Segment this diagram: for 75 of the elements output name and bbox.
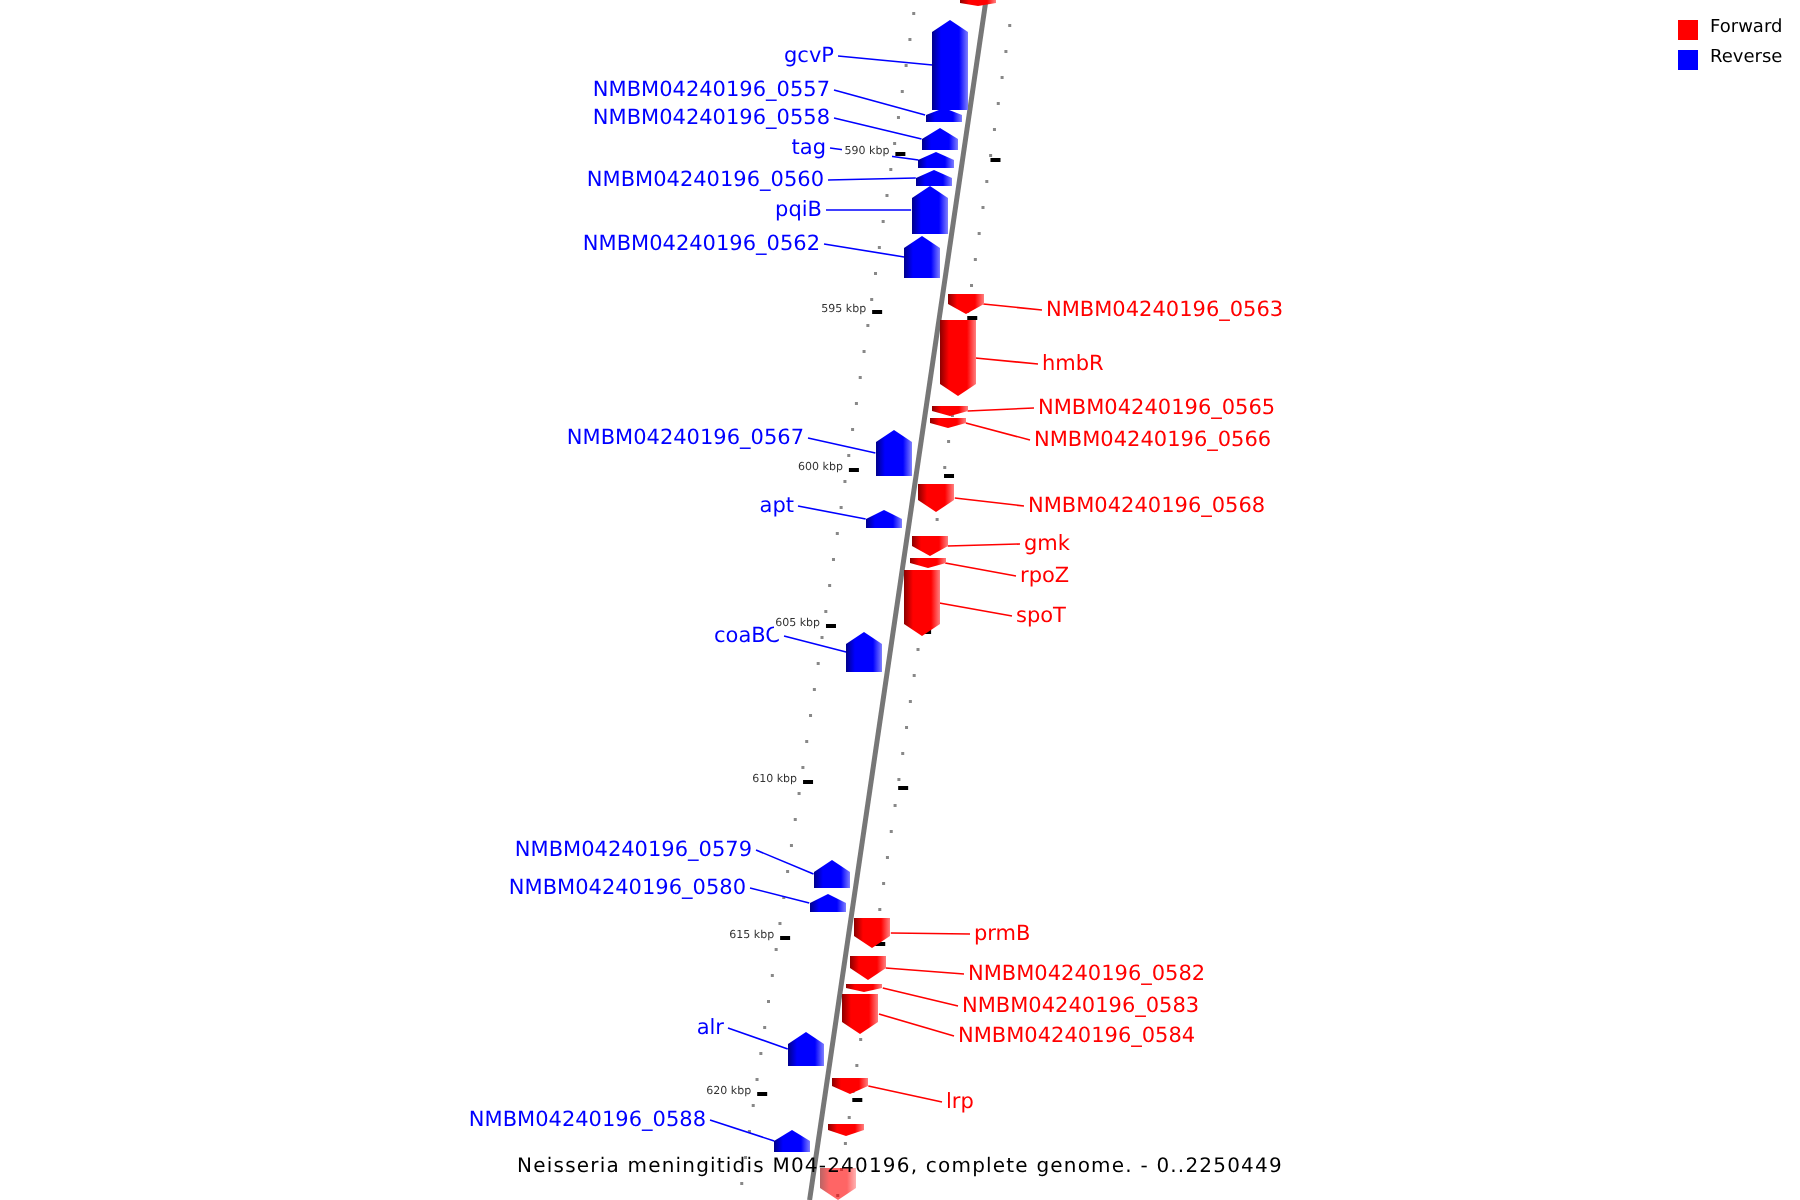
- leader-line: [837, 55, 934, 66]
- gene-feature: [947, 294, 984, 314]
- leader-line: [797, 505, 867, 520]
- gene-feature: [921, 128, 958, 150]
- gene-feature: [918, 484, 955, 512]
- leader-line: [825, 209, 912, 211]
- gene-label: NMBM04240196_0565: [1038, 395, 1276, 421]
- gene-label: prmB: [974, 921, 1031, 947]
- leader-line: [974, 357, 1039, 365]
- gene-feature: [813, 860, 850, 888]
- gene-feature: [904, 236, 941, 278]
- gene-feature: [918, 152, 955, 168]
- leader-line: [749, 887, 811, 904]
- leader-line: [890, 932, 971, 935]
- gene-feature: [854, 918, 891, 948]
- gene-feature: [774, 1130, 811, 1152]
- leader-line: [954, 497, 1025, 507]
- leader-line: [783, 635, 847, 653]
- gene-label: NMBM04240196_0560: [586, 167, 824, 193]
- leader-line: [966, 407, 1035, 412]
- gene-feature: [875, 430, 912, 476]
- gene-feature: [865, 510, 902, 528]
- gene-label: NMBM04240196_0584: [958, 1023, 1196, 1049]
- leader-line: [833, 89, 926, 116]
- leader-line: [965, 422, 1031, 441]
- gene-feature: [929, 418, 966, 428]
- leader-line: [709, 1119, 776, 1142]
- gene-label: NMBM04240196_0583: [962, 993, 1200, 1019]
- gene-label: NMBM04240196_0567: [566, 425, 804, 451]
- leader-line: [823, 243, 905, 258]
- gene-label: NMBM04240196_0582: [968, 961, 1206, 987]
- gene-label: NMBM04240196_0588: [468, 1107, 706, 1133]
- leader-line: [807, 437, 877, 454]
- gene-label: NMBM04240196_0562: [582, 231, 820, 257]
- gene-label: lrp: [946, 1089, 974, 1115]
- gene-label: tag: [791, 135, 826, 161]
- gene-feature: [827, 1124, 864, 1136]
- gene-label: pqiB: [775, 197, 822, 223]
- gene-label: NMBM04240196_0579: [514, 837, 752, 863]
- gene-feature: [939, 320, 976, 396]
- gene-label: NMBM04240196_0557: [592, 77, 830, 103]
- leader-line: [867, 1085, 943, 1103]
- leader-line: [884, 967, 965, 975]
- gene-feature: [787, 1032, 824, 1066]
- gene-feature: [960, 0, 996, 6]
- leader-line: [755, 849, 815, 875]
- gene-feature: [832, 1078, 869, 1094]
- caption: Neisseria meningitidis M04-240196, complete genome. - 0..2250449: [517, 1156, 1283, 1178]
- gene-label: NMBM04240196_0568: [1028, 493, 1266, 519]
- gene-label: rpoZ: [1020, 563, 1070, 589]
- gene-feature: [846, 632, 883, 672]
- leader-line: [946, 543, 1021, 547]
- gene-label: gcvP: [784, 43, 834, 69]
- leader-line: [833, 117, 923, 140]
- leader-line: [878, 1013, 955, 1037]
- leader-line: [982, 303, 1043, 311]
- gene-feature: [809, 894, 846, 912]
- leader-line: [938, 602, 1013, 617]
- gene-label: NMBM04240196_0566: [1034, 427, 1272, 453]
- gene-label: apt: [759, 493, 794, 519]
- gene-feature: [849, 956, 886, 980]
- leader-line: [881, 987, 959, 1007]
- legend-label: Reverse: [1710, 48, 1783, 70]
- gene-label: hmbR: [1042, 351, 1104, 377]
- gene-label: spoT: [1016, 603, 1066, 629]
- gene-label: NMBM04240196_0563: [1046, 297, 1284, 323]
- gene-label: NMBM04240196_0558: [592, 105, 830, 131]
- gene-label: alr: [696, 1015, 724, 1041]
- gene-label: gmk: [1024, 531, 1070, 557]
- leader-line: [944, 562, 1017, 577]
- gene-label: NMBM04240196_0580: [508, 875, 746, 901]
- gene-feature: [931, 406, 968, 416]
- leader-line: [827, 177, 917, 181]
- legend-label: Forward: [1710, 18, 1783, 40]
- leader-line: [727, 1027, 789, 1050]
